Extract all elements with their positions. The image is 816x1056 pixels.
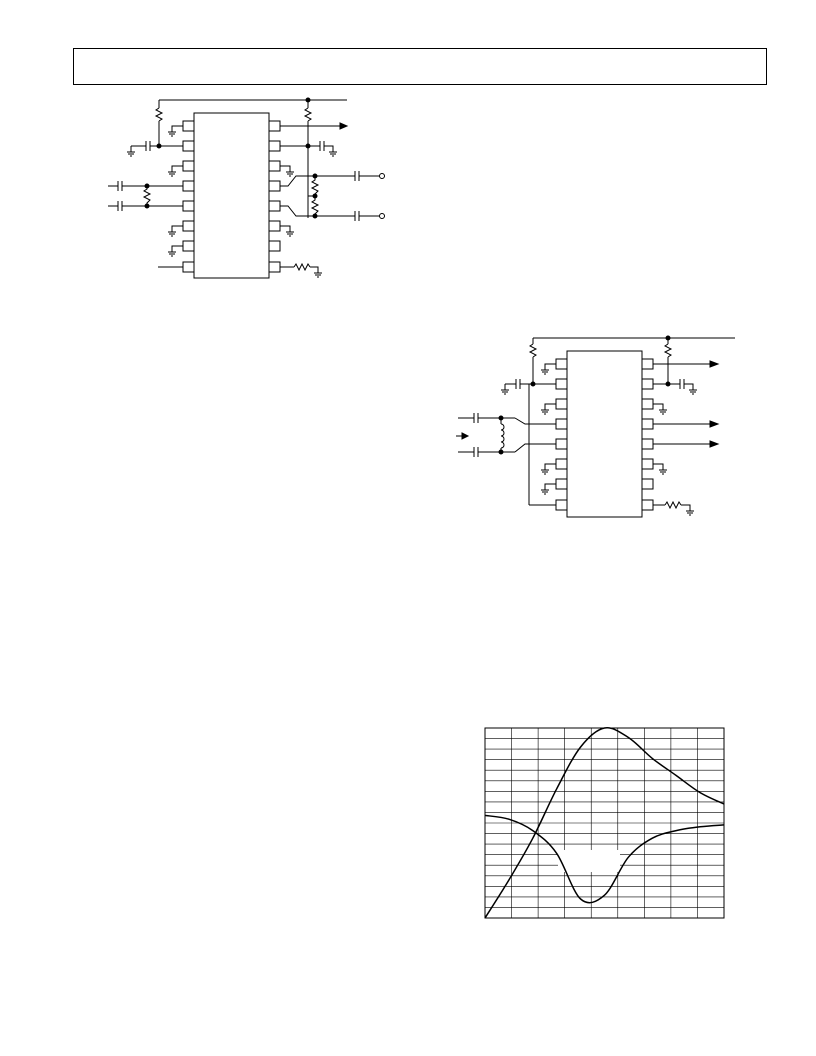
schematic-bottom bbox=[450, 330, 740, 525]
plot-label-area bbox=[558, 850, 620, 872]
schematic-top-drawing bbox=[108, 97, 385, 279]
plot-grid bbox=[485, 728, 724, 918]
response-plot-svg bbox=[484, 726, 725, 919]
schematic-top bbox=[100, 95, 390, 285]
series-line-1 bbox=[484, 726, 725, 919]
ic-body-bottom bbox=[566, 350, 643, 518]
page-header-box bbox=[73, 48, 767, 85]
schematic-bottom-drawing bbox=[456, 335, 735, 518]
response-plot bbox=[480, 722, 730, 922]
ic-body-top bbox=[193, 112, 270, 279]
series-line-2 bbox=[484, 814, 725, 904]
